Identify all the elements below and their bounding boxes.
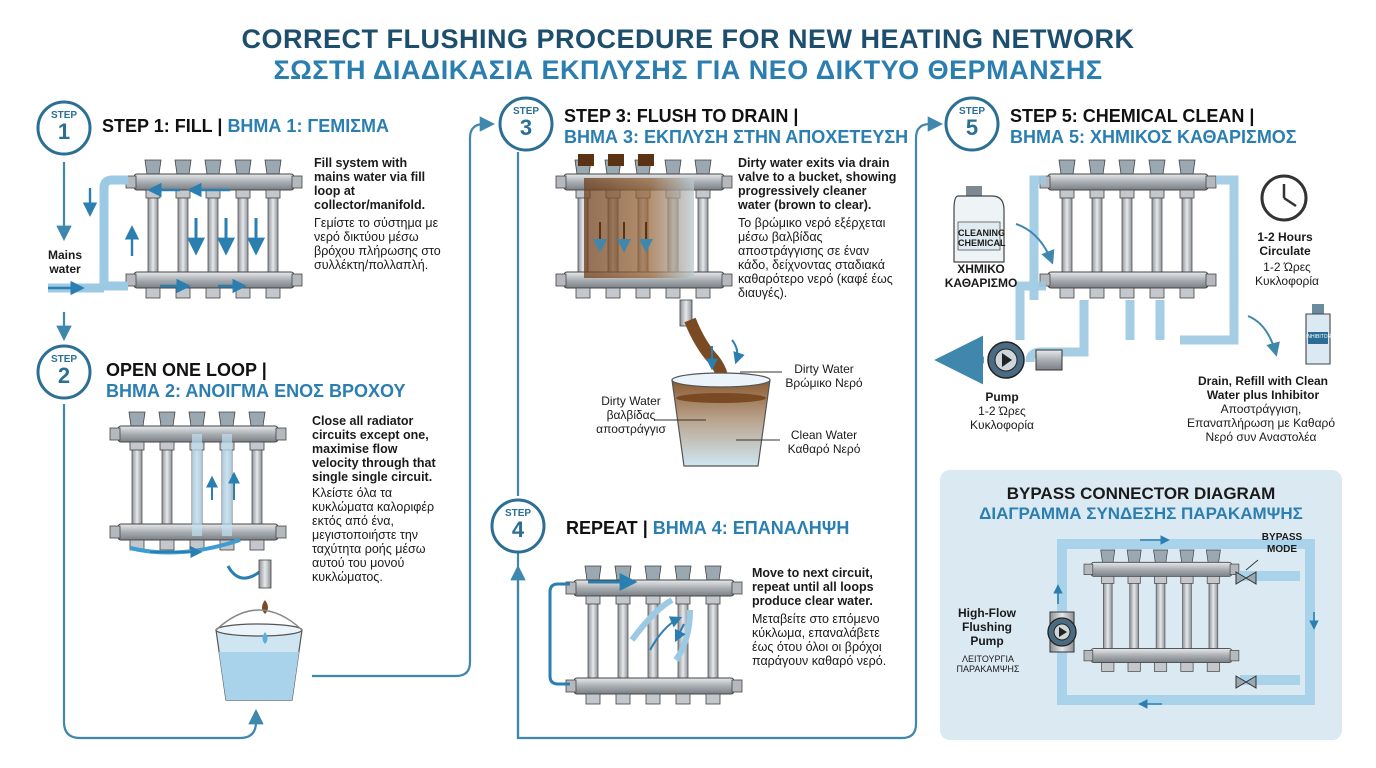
mains-water-label: Mains water [47,248,82,276]
step2-title: OPEN ONE LOOP | ΒΗΜΑ 2: ΑΝΟΙΓΜΑ ΕΝΟΣ ΒΡΟ… [106,360,406,401]
step4-arrows [548,573,693,686]
step3-body-el: Το βρώμικο νερό εξέρχεται μέσω βαλβίδας … [738,216,893,300]
inhibitor-bottle [1305,304,1331,365]
step1-title: STEP 1: FILL | ΒΗΜΑ 1: ΓΕΜΙΣΜΑ [102,116,390,136]
step4-body-en: Move to next circuit, repeat until all l… [752,566,874,608]
step2-body-el: Κλείστε όλα τα κυκλώματα καλοριφέρ εκτός… [312,486,435,584]
title-en: CORRECT FLUSHING PROCEDURE FOR NEW HEATI… [241,24,1135,54]
step5-title: STEP 5: CHEMICAL CLEAN | ΒΗΜΑ 5: ΧΗΜΙΚΟΣ… [1010,106,1297,147]
cleaning-bottle-label: CLEANING CHEMICAL [958,228,1006,248]
step2-body-en: Close all radiator circuits except one, … [312,414,436,484]
step3-bucket [671,372,771,467]
cleaning-bottle [953,186,1005,263]
step2-arrows [129,471,263,580]
step3-dirty-arrows [593,222,653,253]
step-badges [36,96,1000,554]
bypass-panel-bg [940,470,1342,740]
clock-label-el: 1-2 Ώρες Κυκλοφορία [1255,260,1319,288]
clock-icon [1260,174,1308,222]
step3-body-en: Dirty water exits via drain valve to a b… [738,156,897,212]
step1-arrows [48,182,265,296]
step4-title: REPEAT | ΒΗΜΑ 4: ΕΠΑΝΑΛΗΨΗ [566,518,850,538]
step5-manifold [1039,159,1217,299]
bypass-title-en: BYPASS CONNECTOR DIAGRAM [1006,484,1276,503]
drain-refill-el: Αποστράγγιση, Επαναπλήρωση με Καθαρό Νερ… [1186,402,1336,444]
clock-label-en: 1-2 Hours Circulate [1257,230,1313,258]
bypass-pump [1047,611,1077,653]
bypass-title-el: ΔΙΑΓΡΑΜΜΑ ΣΥΝΔΕΣΗΣ ΠΑΡΑΚΑΜΨΗΣ [979,504,1303,523]
step1-manifold [125,159,303,299]
step4-manifold [565,565,743,705]
bypass-pump-label-el: ΛΕΙΤΟΥΡΓΙΑ ΠΑΡΑΚΑΜΨΗΣ [956,654,1020,674]
pump-label-el: 1-2 Ώρες Κυκλοφορία [970,404,1034,432]
step3-title: STEP 3: FLUSH TO DRAIN | ΒΗΜΑ 3: ΕΚΠΛΥΣΗ… [564,106,909,147]
drain-refill-en: Drain, Refill with Clean Water plus Inhi… [1197,374,1329,402]
bypass-valves [1235,571,1257,689]
title-el: ΣΩΣΤΗ ΔΙΑΔΙΚΑΣΙΑ ΕΚΠΛΥΣΗΣ ΓΙΑ ΝΕΟ ΔΙΚΤΥΟ… [273,55,1103,85]
step4-body-el: Μεταβείτε στο επόμενο κύκλωμα, επαναλάβε… [752,612,887,668]
chemical-label-el: ΧΗΜΙΚΟ ΚΑΘΑΡΙΣΜΟ [944,262,1018,290]
bypass-manifold [1083,549,1240,672]
inhibitor-bottle-label: INHIBITOR [1306,334,1332,340]
pump-icon [987,341,1063,379]
step2-bucket [215,609,303,701]
bypass-pump-label: High-Flow Flushing Pump [958,606,1016,648]
bypass-mode-label: BYPASS MODE [1261,532,1303,555]
step1-body-en: Fill system with mains water via fill lo… [314,156,426,212]
connector-lines [56,116,944,740]
step1-body-el: Γεμίστε το σύστημα με νερό δικτύου μέσω … [314,216,441,272]
pump-label-en: Pump [985,390,1019,404]
